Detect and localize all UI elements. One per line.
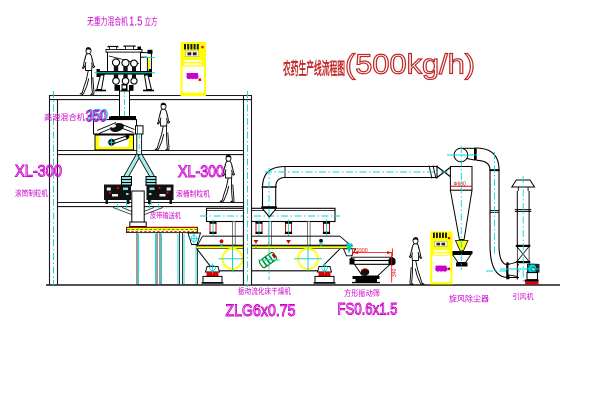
svg-text:XL-300: XL-300 xyxy=(178,163,224,181)
svg-text:1500: 1500 xyxy=(357,248,368,254)
svg-text:1.5: 1.5 xyxy=(129,15,143,29)
svg-text:引风机: 引风机 xyxy=(513,291,534,301)
svg-text:方形振动筛: 方形振动筛 xyxy=(344,288,380,298)
svg-text:立方: 立方 xyxy=(145,16,158,28)
svg-text:350: 350 xyxy=(87,108,108,125)
svg-text:350: 350 xyxy=(86,109,107,126)
svg-text:皮带输送机: 皮带输送机 xyxy=(150,210,181,220)
svg-text:旋风除尘器: 旋风除尘器 xyxy=(449,294,489,304)
svg-text:(500kg/h): (500kg/h) xyxy=(345,49,475,80)
svg-text:农药生产线流程图: 农药生产线流程图 xyxy=(283,59,345,79)
svg-text:Φ600: Φ600 xyxy=(454,181,467,187)
svg-text:振动流化床干燥机: 振动流化床干燥机 xyxy=(238,286,291,296)
svg-text:ZLG6x0.75: ZLG6x0.75 xyxy=(226,302,296,320)
svg-text:滚桶制粒机: 滚桶制粒机 xyxy=(176,189,210,199)
svg-text:340: 340 xyxy=(392,268,398,277)
svg-text:XL-300: XL-300 xyxy=(15,163,62,181)
svg-text:滚筒制粒机: 滚筒制粒机 xyxy=(15,188,48,198)
svg-text:FS0.6x1.5: FS0.6x1.5 xyxy=(338,301,398,319)
svg-text:无重力混合机: 无重力混合机 xyxy=(87,15,128,28)
svg-text:高速混合机: 高速混合机 xyxy=(44,112,85,122)
